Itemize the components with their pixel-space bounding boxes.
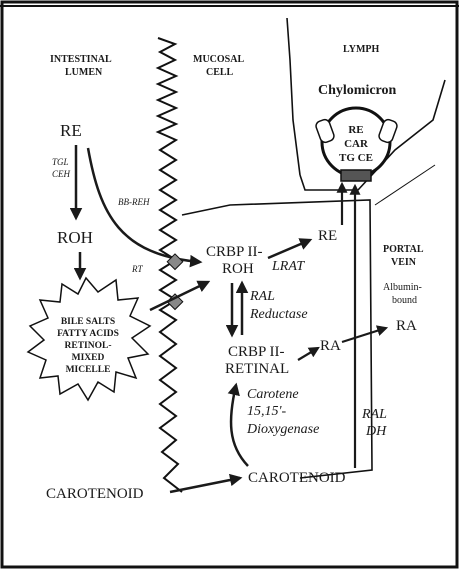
enzyme-ral-dh-1: RAL	[361, 407, 387, 422]
enzyme-ral-reductase-1: RAL	[249, 289, 275, 304]
arrow-ra-to-albumin	[342, 328, 386, 342]
enzyme-ral-dh-2: DH	[365, 424, 387, 439]
region-lymph: LYMPH	[343, 44, 380, 55]
enzyme-tgl: TGL	[52, 157, 69, 167]
node-carotenoid-lumen: CAROTENOID	[46, 486, 144, 502]
chylomicron-core-3: TG CE	[339, 152, 373, 164]
enzyme-lrat: LRAT	[271, 259, 305, 274]
region-intestinal-lumen-2: LUMEN	[65, 67, 103, 78]
region-intestinal-lumen-1: INTESTINAL	[50, 54, 112, 65]
micelle-line-1: BILE SALTS	[61, 317, 115, 327]
enzyme-dioxygenase-3: Dioxygenase	[246, 422, 319, 437]
chylomicron-apo-bottom	[341, 170, 371, 181]
node-crbp-roh-2: ROH	[222, 261, 254, 277]
enzyme-dioxygenase-2: 15,15'-	[247, 404, 286, 419]
chylomicron-title: Chylomicron	[318, 83, 397, 98]
node-albumin-ra-2: bound	[392, 295, 417, 306]
node-ra-cell: RA	[320, 338, 341, 354]
node-crbp-retinal-1: CRBP II-	[228, 344, 285, 360]
node-roh-lumen: ROH	[57, 228, 93, 247]
node-albumin-ra-3: RA	[396, 318, 417, 334]
mixed-micelle-burst	[28, 278, 150, 400]
micelle-line-2: FATTY ACIDS	[57, 329, 119, 339]
micelle-line-5: MICELLE	[66, 365, 111, 375]
region-portal-vein-1: PORTAL	[383, 244, 424, 255]
node-albumin-ra-1: Albumin-	[383, 282, 422, 293]
chylomicron-core-2: CAR	[344, 138, 369, 150]
node-crbp-retinal-2: RETINAL	[225, 361, 289, 377]
arrow-carotenoid-to-retinal	[231, 385, 248, 466]
arrow-retinal-to-ra	[298, 348, 318, 360]
node-crbp-roh-1: CRBP II-	[206, 244, 263, 260]
arrow-carotenoid-uptake	[170, 478, 240, 492]
node-re-lumen: RE	[60, 121, 82, 140]
enzyme-ral-reductase-2: Reductase	[249, 307, 308, 322]
enzyme-rt: RT	[131, 264, 143, 274]
node-carotenoid-cell: CAROTENOID	[248, 470, 346, 486]
region-mucosal-cell-2: CELL	[206, 67, 234, 78]
micelle-line-3: RETINOL-	[65, 341, 112, 351]
enzyme-bb-reh: BB-REH	[118, 197, 150, 207]
region-portal-vein-2: VEIN	[391, 257, 417, 268]
region-mucosal-cell-1: MUCOSAL	[193, 54, 244, 65]
portal-divider	[375, 165, 435, 205]
enzyme-dioxygenase-1: Carotene	[247, 387, 299, 402]
micelle-line-4: MIXED	[72, 353, 105, 363]
enzyme-ceh: CEH	[52, 169, 71, 179]
node-re-cell: RE	[318, 228, 337, 244]
arrow-roh-to-re	[268, 240, 310, 258]
mucosal-cell-boundary	[287, 18, 300, 175]
chylomicron-core-1: RE	[348, 124, 363, 136]
